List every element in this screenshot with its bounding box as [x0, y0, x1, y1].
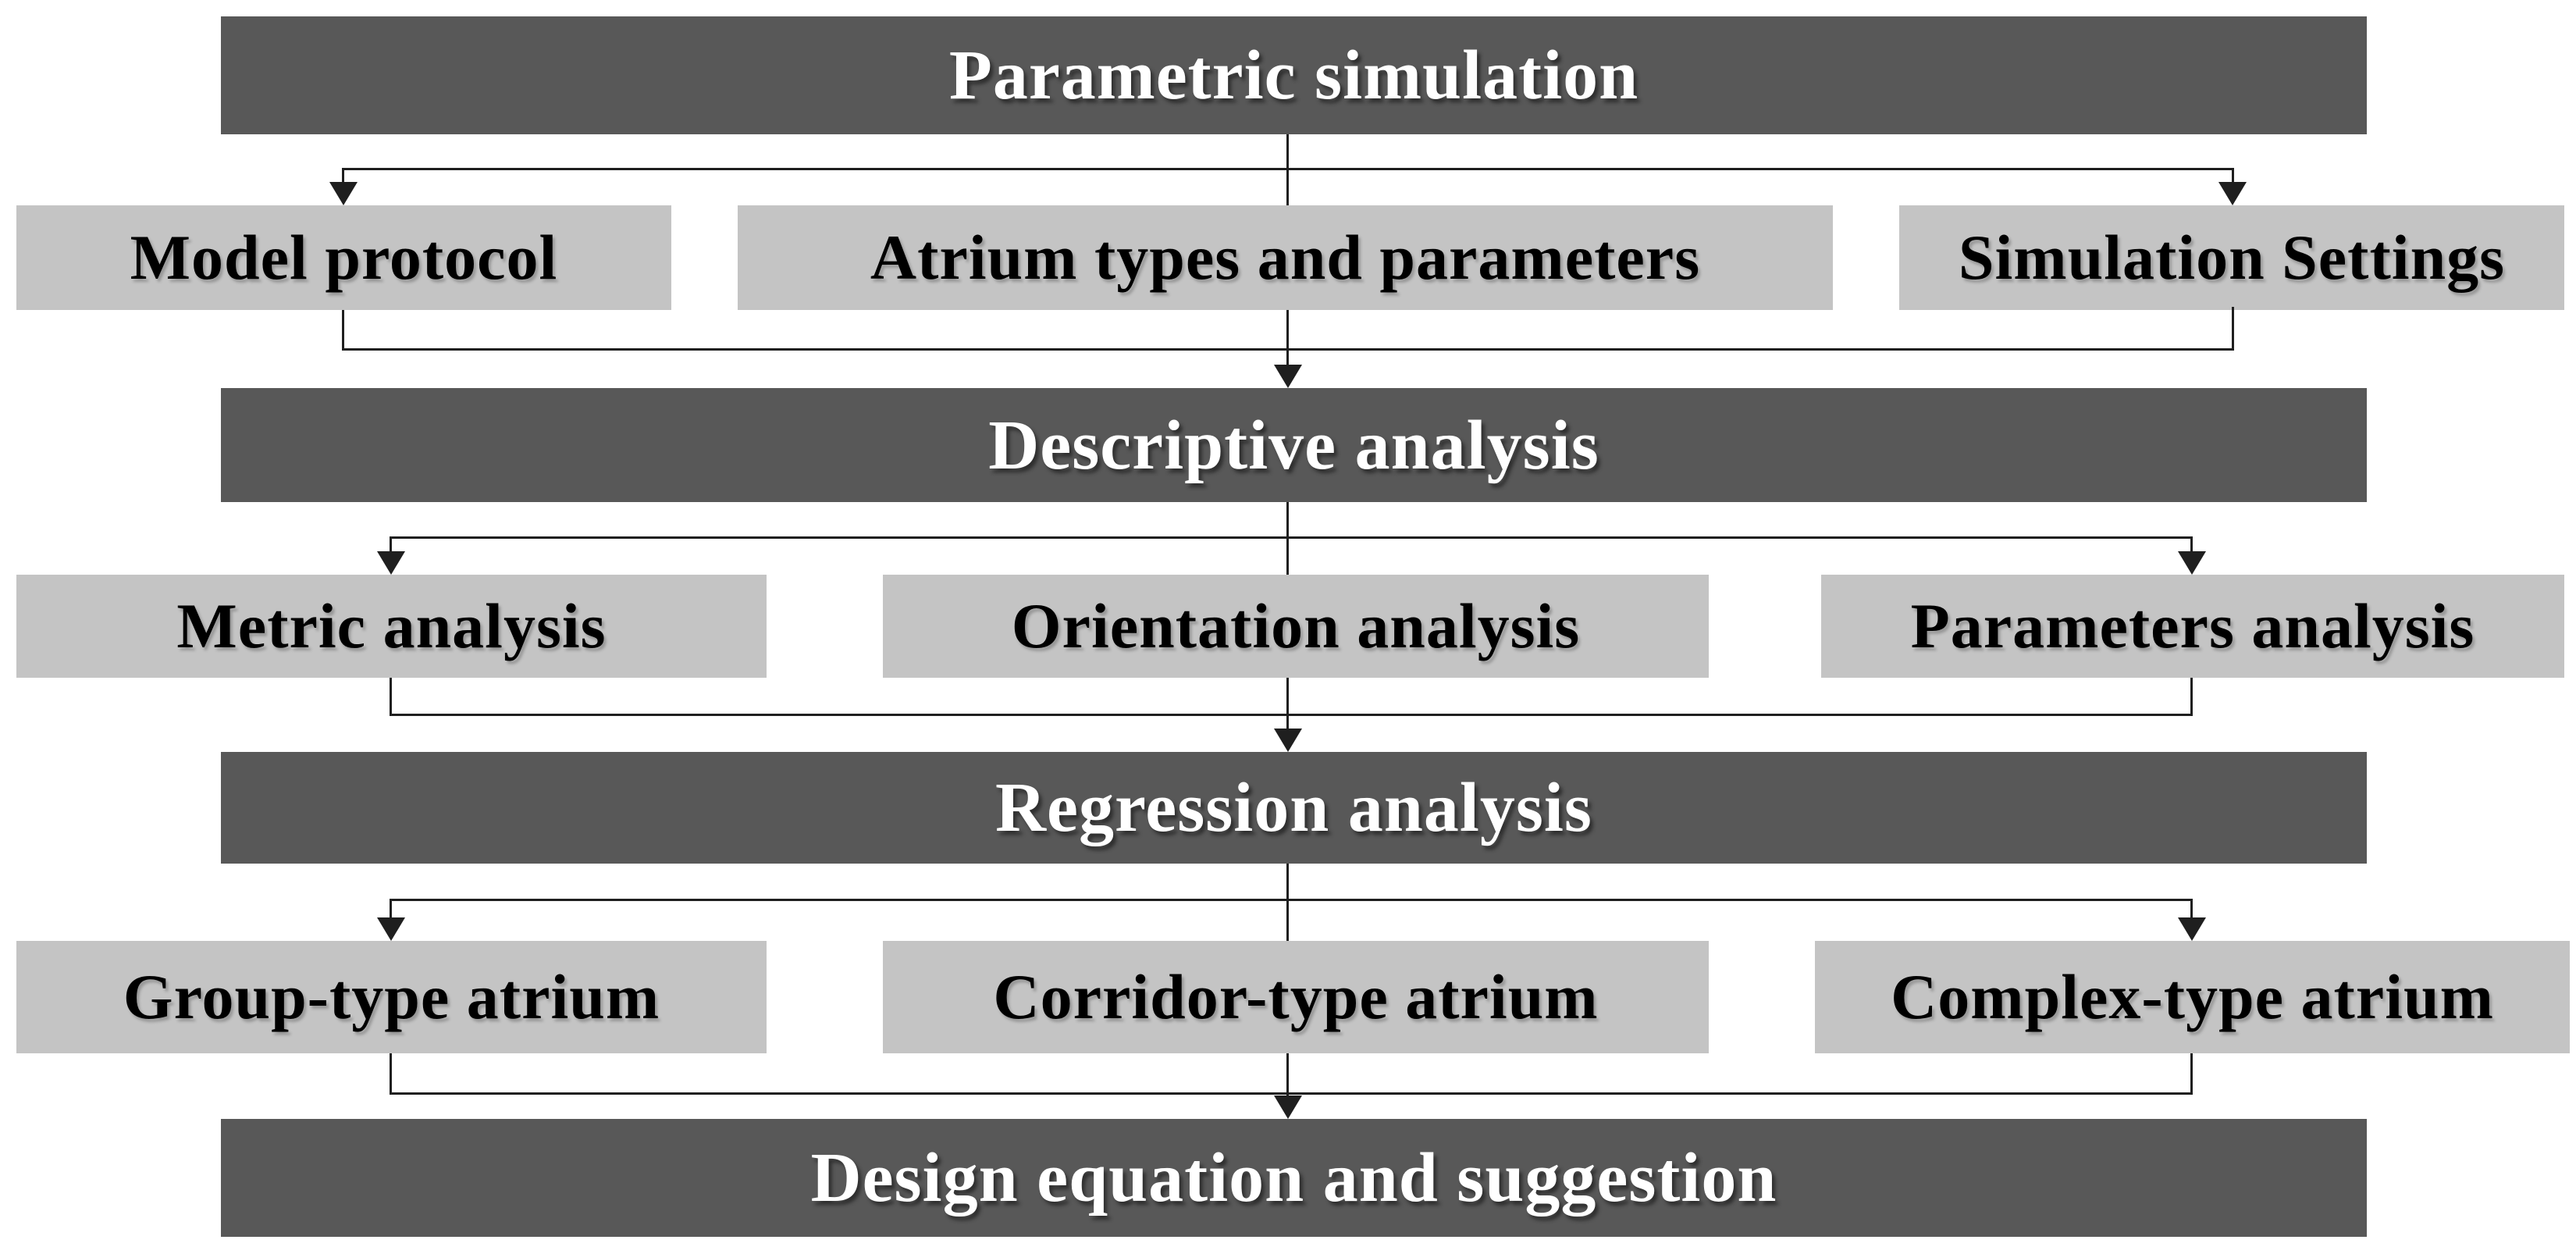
- connector-stub-row1-left: [342, 168, 344, 183]
- arrowhead-down-regression-analysis: [1274, 729, 1302, 752]
- connector-spine-row3-stage4: [1286, 1053, 1289, 1098]
- connector-stub-group-type-down: [390, 1053, 392, 1095]
- connector-stub-row2-left: [390, 536, 392, 552]
- stage-design-equation-and-suggestion: Design equation and suggestion: [221, 1119, 2367, 1237]
- option-complex-type-atrium: Complex-type atrium: [1815, 941, 2570, 1053]
- connector-stub-simulation-settings-down: [2232, 307, 2234, 351]
- arrowhead-down-simulation-settings: [2218, 182, 2247, 205]
- connector-stub-parameters-analysis-down: [2190, 678, 2193, 716]
- arrowhead-down-complex-type-atrium: [2178, 917, 2206, 941]
- option-orientation-analysis: Orientation analysis: [883, 575, 1709, 678]
- option-parameters-analysis: Parameters analysis: [1821, 575, 2564, 678]
- option-simulation-settings: Simulation Settings: [1899, 205, 2564, 310]
- option-model-protocol: Model protocol: [16, 205, 671, 310]
- connector-spine-row1-stage2: [1286, 310, 1289, 365]
- option-atrium-types-and-parameters: Atrium types and parameters: [738, 205, 1833, 310]
- connector-stub-metric-analysis-down: [390, 678, 392, 716]
- connector-stub-row3-left: [390, 899, 392, 919]
- stage-regression-analysis: Regression analysis: [221, 752, 2367, 864]
- connector-stub-model-protocol-down: [342, 310, 344, 351]
- option-corridor-type-atrium: Corridor-type atrium: [883, 941, 1709, 1053]
- connector-stub-row2-right: [2190, 536, 2193, 552]
- stage-descriptive-analysis: Descriptive analysis: [221, 388, 2367, 502]
- connector-branch-row3: [390, 899, 2193, 901]
- arrowhead-down-descriptive-analysis: [1274, 365, 1302, 388]
- connector-collector-row3: [390, 1092, 2193, 1095]
- connector-branch-row1: [342, 168, 2234, 170]
- stage-parametric-simulation: Parametric simulation: [221, 16, 2367, 134]
- connector-branch-row2: [390, 536, 2193, 539]
- connector-collector-row2: [390, 714, 2193, 716]
- arrowhead-down-metric-analysis: [377, 551, 405, 575]
- arrowhead-down-parameters-analysis: [2178, 551, 2206, 575]
- connector-stub-row1-right: [2232, 168, 2234, 183]
- connector-stub-complex-type-down: [2190, 1053, 2193, 1095]
- arrowhead-down-model-protocol: [329, 182, 358, 205]
- arrowhead-down-design-equation: [1274, 1095, 1302, 1119]
- connector-spine-row2-stage3: [1286, 678, 1289, 729]
- option-metric-analysis: Metric analysis: [16, 575, 767, 678]
- connector-stub-row3-right: [2190, 899, 2193, 919]
- arrowhead-down-group-type-atrium: [377, 917, 405, 941]
- connector-spine-stage3-row3: [1286, 864, 1289, 941]
- option-group-type-atrium: Group-type atrium: [16, 941, 767, 1053]
